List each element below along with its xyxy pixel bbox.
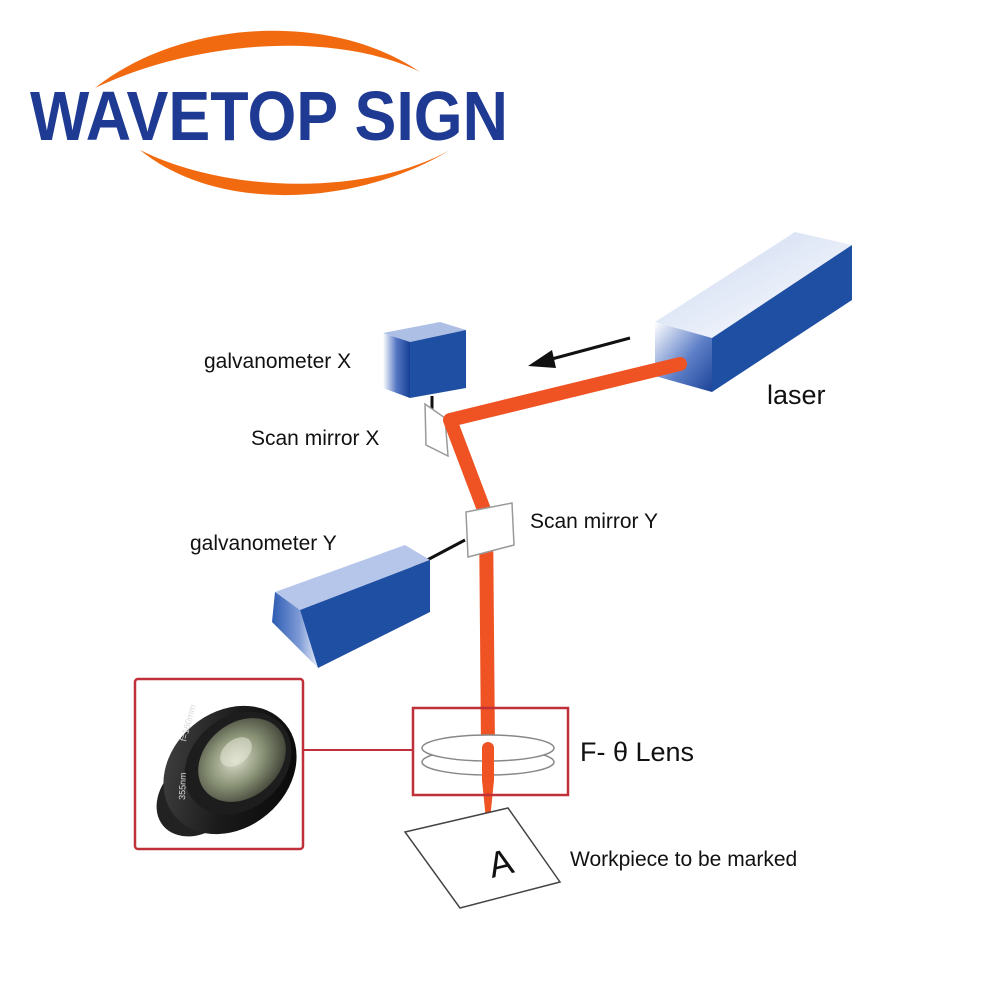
galvanometer-y [272,538,466,668]
direction-arrow [528,336,631,368]
scan-mirror-x-label: Scan mirror X [251,427,380,450]
logo-swoosh-bottom [140,150,450,196]
galvanometer-x-label: galvanometer X [204,350,352,373]
lens-highlight-frame [411,706,570,797]
lens-photo: f=160mm 355nm [156,703,297,837]
scan-mirror-y-label: Scan mirror Y [530,510,658,533]
galvanometer-x [383,322,466,420]
laser-box [655,232,852,392]
brand-logo: WAVETOP SIGN [30,30,508,196]
lens-photo-inset: f=160mm 355nm [133,677,305,851]
galvanometer-y-label: galvanometer Y [190,532,337,555]
f-theta-lens-label: F- θ Lens [580,737,695,767]
lens-ring-text-2: 355nm [177,772,188,800]
scan-mirror-x [424,402,449,458]
laser-beam [443,357,687,755]
scan-mirror-y [465,502,515,558]
workpiece: A [403,807,562,909]
logo-swoosh-top [95,30,420,88]
logo-text: WAVETOP SIGN [30,77,508,155]
f-theta-lens [421,734,555,786]
workpiece-label: Workpiece to be marked [570,848,798,871]
laser-label: laser [767,380,826,410]
